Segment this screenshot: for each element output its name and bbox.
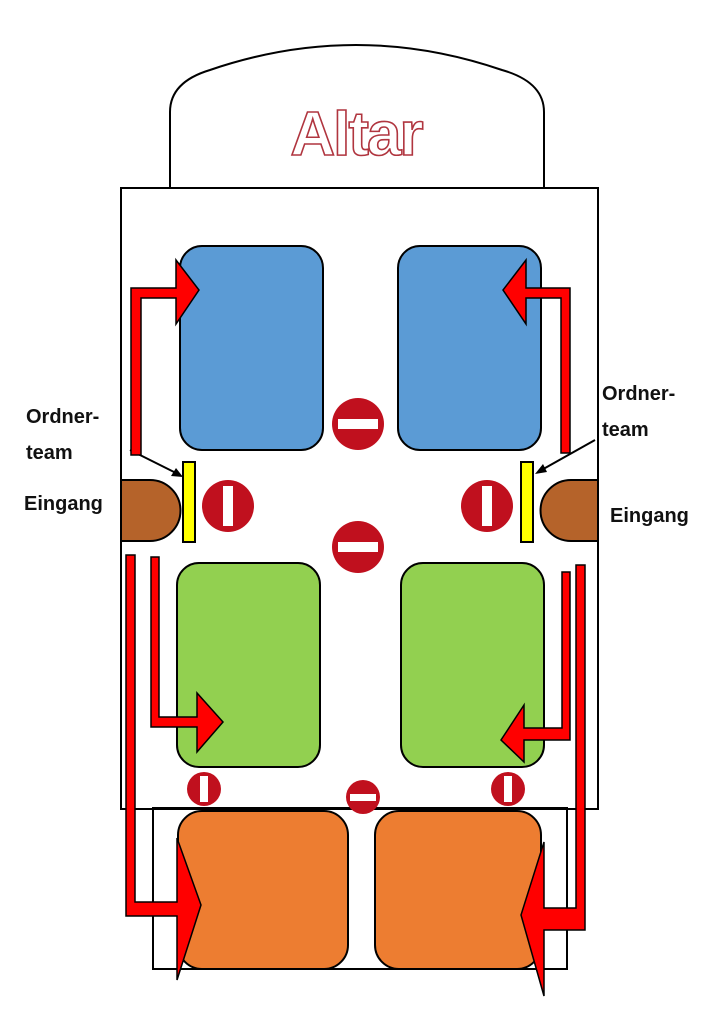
no-entry-icon — [202, 480, 254, 532]
arrow-icon — [125, 554, 202, 981]
ordner-label-left-line1: Ordner- — [26, 406, 100, 428]
pew-block-rear-right — [374, 810, 542, 970]
pew-block-middle-right — [400, 562, 545, 768]
arrow-icon — [502, 257, 571, 454]
no-entry-icon — [346, 780, 380, 814]
entrance-left — [120, 479, 182, 542]
ordner-label-right-line2: team — [602, 419, 649, 441]
pew-block-front-right — [397, 245, 542, 451]
ordner-pointer-right-head — [535, 464, 547, 474]
altar-label: Altar — [290, 99, 425, 170]
ordner-pointer-right — [537, 439, 596, 473]
ordner-pointer-left-head — [171, 468, 183, 477]
arrow-icon — [130, 257, 200, 456]
altar-area — [169, 44, 545, 188]
no-entry-icon — [332, 521, 384, 573]
no-entry-icon — [332, 398, 384, 450]
no-entry-icon — [461, 480, 513, 532]
arrow-icon — [520, 564, 586, 997]
arrow-icon — [500, 571, 571, 764]
ordner-marker-right — [520, 461, 534, 543]
entrance-right — [539, 479, 599, 542]
no-entry-icon — [187, 772, 221, 806]
pew-block-front-left — [179, 245, 324, 451]
entrance-label-right: Eingang — [610, 505, 689, 527]
ordner-marker-left — [182, 461, 196, 543]
ordner-label-left-line2: team — [26, 442, 73, 464]
entrance-label-left: Eingang — [24, 493, 103, 515]
no-entry-icon — [491, 772, 525, 806]
pew-block-rear-left — [177, 810, 349, 970]
ordner-label-right-line1: Ordner- — [602, 383, 676, 405]
arrow-icon — [150, 556, 224, 755]
